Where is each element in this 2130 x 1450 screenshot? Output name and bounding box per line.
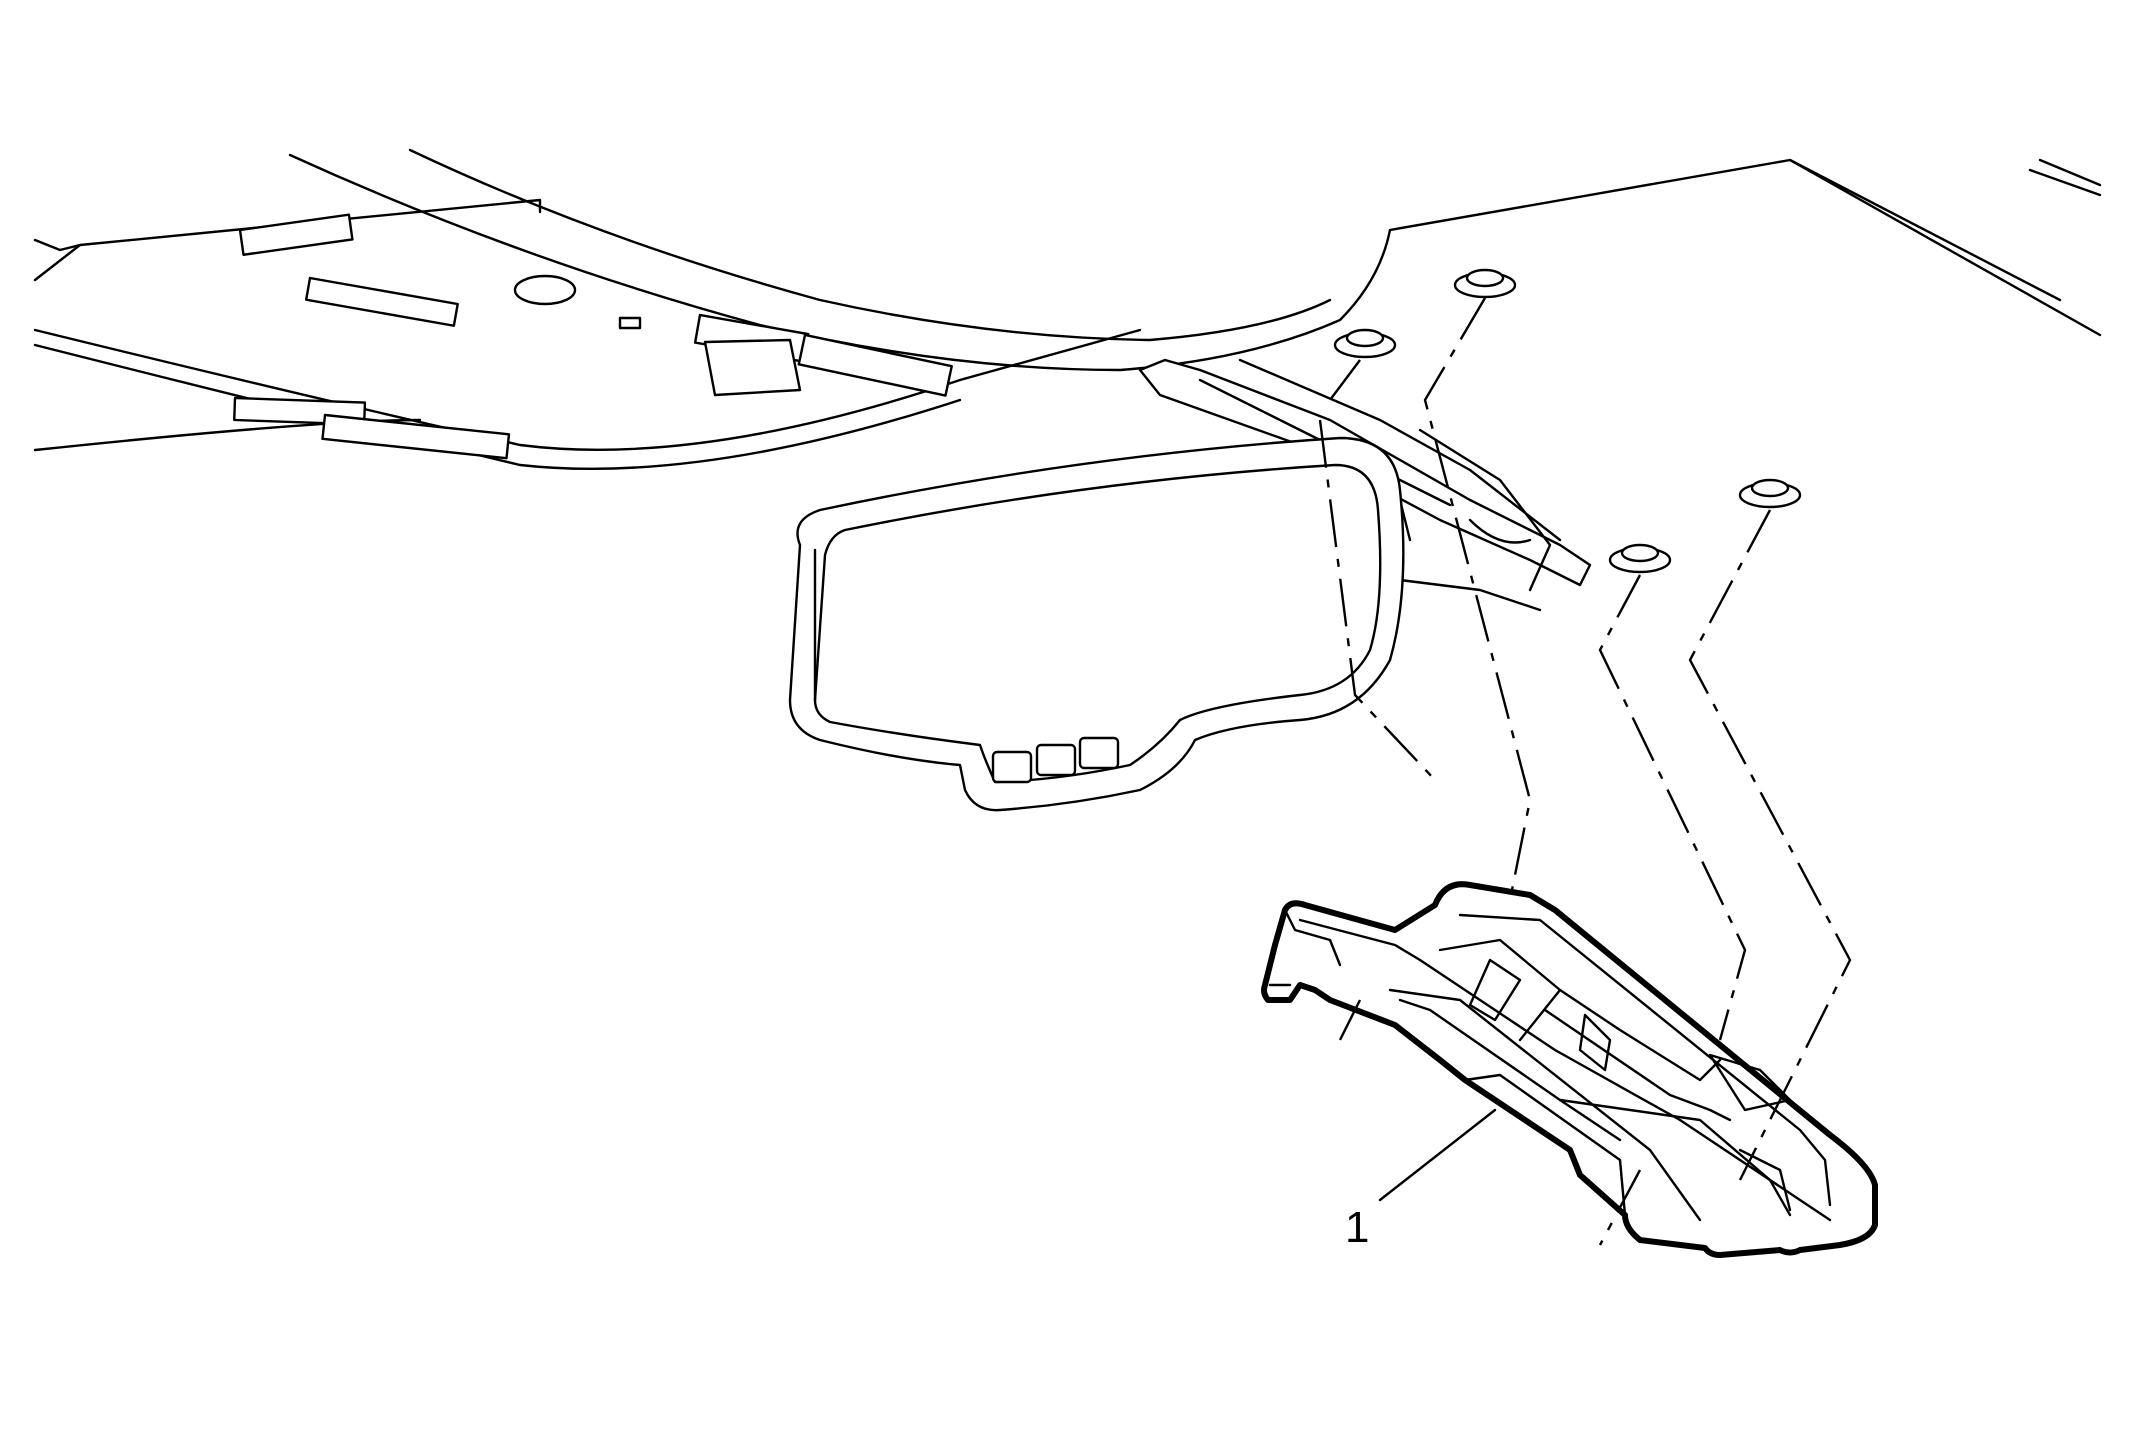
callout-label-1: 1: [1345, 1203, 1369, 1252]
callout-1: 1: [1345, 1108, 1497, 1252]
overhead-console: [33, 148, 2102, 471]
retainer-clip: [1608, 543, 1672, 574]
rearview-mirror: [788, 436, 1405, 812]
retainer-clip: [1333, 328, 1397, 359]
retainer-clip: [1453, 268, 1517, 299]
mounting-bracket: [1261, 881, 1878, 1258]
retainer-clip: [1738, 478, 1802, 509]
callout-leader-line: [1378, 1108, 1497, 1202]
alignment-lines: [1318, 297, 1852, 1246]
retainer-clips: [1333, 268, 1802, 574]
